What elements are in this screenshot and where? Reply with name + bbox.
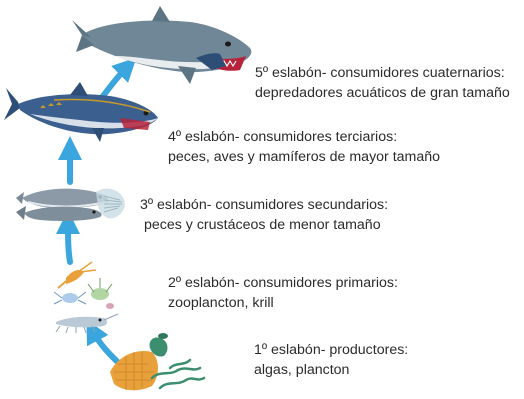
level-2-label: 2º eslabón- consumidores primarios: zoop… xyxy=(168,273,398,313)
algae-plankton-icon xyxy=(110,333,204,390)
level-1-description: algas, plancton xyxy=(254,360,408,380)
small-fish-icon xyxy=(16,189,125,221)
level-5-label: 5º eslabón- consumidores cuaternarios: d… xyxy=(255,63,510,103)
level-5-title: 5º eslabón- consumidores cuaternarios: xyxy=(255,63,510,83)
arrow-2-to-3 xyxy=(68,222,70,262)
shark-icon xyxy=(72,6,251,84)
level-4-description: peces, aves y mamíferos de mayor tamaño xyxy=(168,147,440,167)
level-2-title: 2º eslabón- consumidores primarios: xyxy=(168,273,398,293)
level-5-description: depredadores acuáticos de gran tamaño xyxy=(255,83,510,103)
level-1-label: 1º eslabón- productores: algas, plancton xyxy=(254,340,408,380)
zooplankton-icon xyxy=(54,262,118,333)
level-4-label: 4º eslabón- consumidores terciarios: pec… xyxy=(168,127,440,167)
level-1-title: 1º eslabón- productores: xyxy=(254,340,408,360)
level-3-label: 3º eslabón- consumidores secundarios: pe… xyxy=(140,195,388,235)
level-3-title: 3º eslabón- consumidores secundarios: xyxy=(140,195,388,215)
level-2-description: zooplancton, krill xyxy=(168,293,398,313)
tuna-icon xyxy=(4,82,158,142)
level-3-description: peces y crustáceos de menor tamaño xyxy=(140,215,388,235)
level-4-title: 4º eslabón- consumidores terciarios: xyxy=(168,127,440,147)
